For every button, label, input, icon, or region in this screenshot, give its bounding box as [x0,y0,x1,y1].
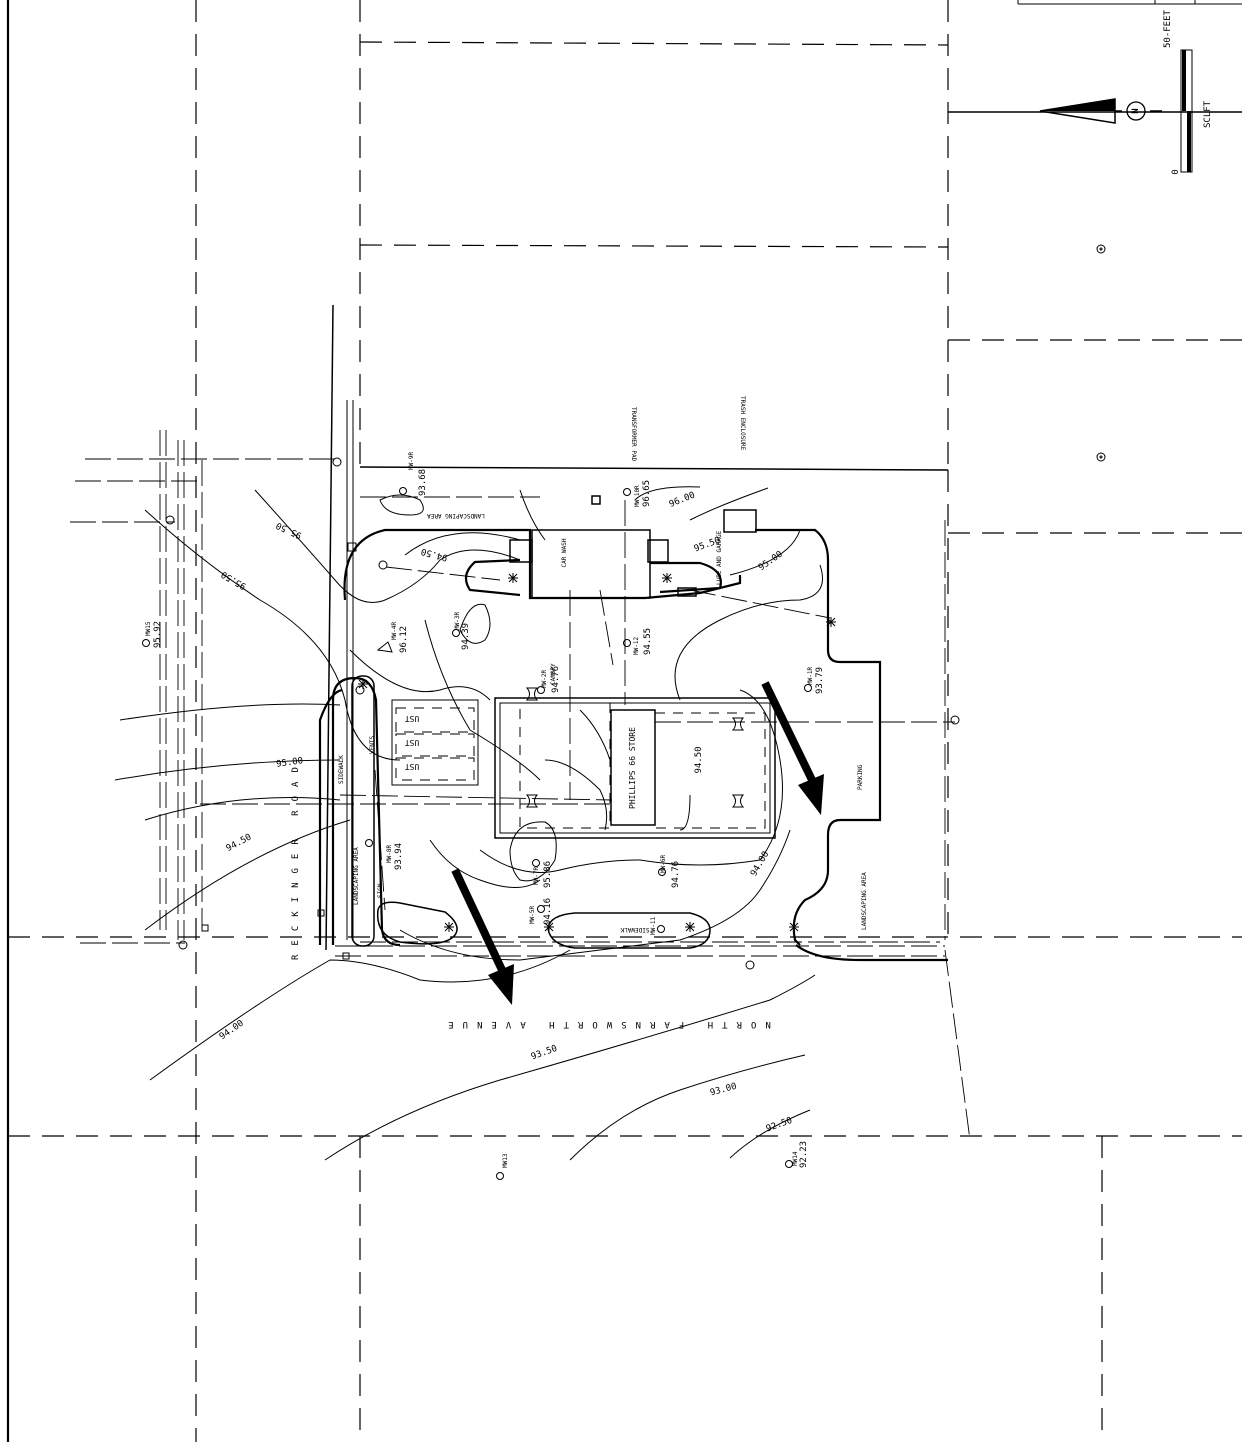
scale-ft-label: SCLFT [1203,100,1213,128]
transformer-pad [591,495,601,505]
car-wash-label: CAR WASH [561,538,568,567]
contour-label-96-00: 96.00 [668,490,697,509]
well-mw-10r: MW-10R 96.65 [623,480,652,507]
well-value: 93.68 [418,469,428,496]
ust-1-label: UST [405,714,420,723]
landscaping-area-right-label: LANDSCAPING AREA [861,872,868,930]
sheet-border [6,0,1242,1442]
contour-label-95-50-left: 95.50 [220,569,248,591]
contour-label-95-00-top: 95.00 [757,549,785,573]
light-pole-markers [358,573,836,932]
landscaping-area-top-label: LANDSCAPING AREA [427,512,485,519]
well-id: MW-10R [634,485,641,507]
contour-label-94-00-right: 94.00 [749,850,771,878]
scale-zero-label: 0 [1171,169,1181,174]
sign-label: SIGN [377,883,384,898]
lube-garage-label: LUBE AND GARAGE [716,530,723,585]
vents-label: VENTS [369,736,376,754]
well-mw-4r: MW-4R 96.12 [376,622,409,653]
well-mw-7r: MW-7R 95.86 [532,859,553,888]
trash-enclosure [723,509,757,533]
ust-3-label: UST [405,762,420,771]
well-value: 94.55 [643,628,653,655]
transformer-pad-label: TRANSFORMER PAD [630,407,637,462]
well-value: 95.86 [543,861,553,888]
well-mw-2r: MW-2R 94.76 [537,666,561,694]
well-value: 94.16 [543,898,553,925]
north-label: N [1131,108,1141,113]
well-id: MW-3R [454,612,461,630]
well-value: 93.79 [815,667,825,694]
well-mw15: MW15 95.92 [142,621,163,648]
contour-label-95-00-left: 95.00 [276,756,304,770]
well-mw-6r: MW-6R 94.76 [658,855,681,888]
well-id: MW-7R [533,867,540,885]
well-mw-5r: MW-5R 94.16 [529,898,553,925]
well-id: MW-11 [650,917,657,935]
well-mw13: MW13 [496,1153,509,1180]
contour-label-95-00-tl: 95.50 [275,520,304,541]
property-lines [8,0,1242,1442]
well-id: MW15 [145,621,152,636]
landscaping-area-left-label: LANDSCAPING AREA [353,847,360,905]
reckinger-road-label: RECKINGER ROAD [291,758,301,960]
contour-label-93-50: 93.50 [530,1044,559,1063]
well-value: 96.12 [399,626,409,653]
well-value: 95.92 [153,621,163,648]
well-mw-1r: MW-1R 93.79 [804,667,825,694]
well-id: MW13 [502,1153,509,1168]
ust-2-label: UST [405,738,420,747]
scale-bar: 50-FEET SCLFT 0 [1163,9,1213,174]
well-mw-3r: MW-3R 94.39 [452,612,471,650]
sidewalk-bottom-label: SIDEWALK [620,926,649,933]
phillips-66-store-label: PHILLIPS 66 STORE [628,727,637,809]
contour-label-95-00-upper: 94.50 [420,546,449,563]
scale-feet-label: 50-FEET [1163,9,1173,48]
well-value: 94.76 [551,666,561,693]
well-value: 92.23 [799,1141,809,1168]
well-id: MW-8R [386,845,393,863]
well-id: MW-6R [660,855,667,873]
sidewalk-left-label: SIDEWALK [338,755,345,784]
site-features [165,244,1106,970]
sign-island [376,901,458,945]
well-mw14: MW14 92.23 [785,1141,809,1168]
well-id: MW-2R [541,670,548,688]
well-mw-8r: MW-8R 93.94 [365,839,404,870]
phillips-66-store-building [610,709,656,826]
trash-enclosure-label: TRASH ENCLOSURE [739,396,746,451]
north-farnsworth-avenue-label: NORTH FARNSWORTH AVENUE [439,1019,771,1029]
well-id: MW14 [792,1151,799,1166]
well-id: MW-9R [408,452,415,470]
well-id: MW-12 [633,637,640,655]
well-id: MW-4R [391,622,398,640]
bottom-landscaping-island [547,912,711,949]
utility-lines [70,430,971,1141]
contour-label-94-50-mid: 94.50 [694,746,704,773]
well-id: MW-1R [807,667,814,685]
car-wash-building [531,529,651,599]
contour-label-92-50: 92.50 [765,1116,794,1135]
contour-label-93-00: 93.00 [709,1082,738,1099]
north-arrow: N [1039,98,1162,124]
well-value: 94.76 [671,861,681,888]
well-mw-12: MW-12 94.55 [623,628,653,655]
left-landscaping-island [351,675,375,947]
well-value: 93.94 [394,843,404,870]
well-id: MW-5R [529,906,536,924]
well-mw-11: MW-11 [650,917,665,935]
well-mw-9r: MW-9R 93.68 [399,452,428,496]
well-value: 94.39 [461,623,471,650]
canopy-label: CANOPY [550,663,557,685]
parking-label: PARKING [857,764,864,790]
flow-arrows [451,681,824,1005]
feature-labels: TRANSFORMER PAD TRASH ENCLOSURE LANDSCAP… [291,396,868,1029]
well-value: 96.65 [642,480,652,507]
contour-labels: 96.00 95.50 95.00 95.00 95.50 94.50 95.5… [218,490,794,1134]
canopy-outline [494,697,776,839]
monitoring-wells: MW-9R 93.68 MW-10R 96.65 MW-3R 94.39 MW-… [142,452,825,1180]
contour-label-94-50-left: 94.50 [225,832,254,854]
